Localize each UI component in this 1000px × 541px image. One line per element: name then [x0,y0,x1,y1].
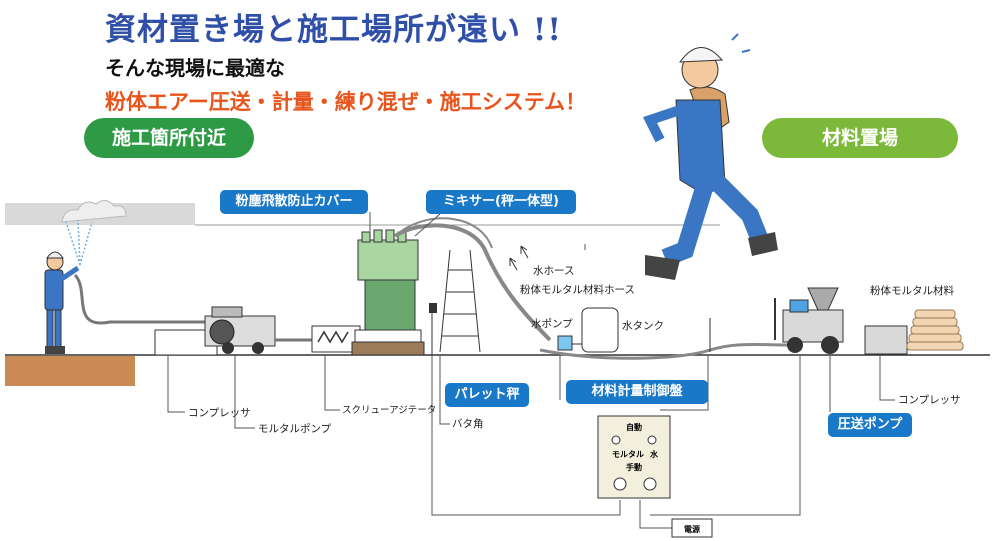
water-tank-icon [581,307,619,353]
dust-cloud [61,200,127,223]
spray-icon [65,219,93,266]
control-cable [431,355,621,516]
water-pump-icon [557,335,573,351]
water-pump-label: 水ポンプ [531,318,573,330]
subtitle-line-2: 粉体エアー圧送・計量・練り混ぜ・施工システム！ [105,90,587,114]
subtitle-line-1: そんな現場に最適な [105,56,285,80]
panel-mortar-label: モルタル [612,449,644,459]
mixer-icon [351,229,425,356]
panel-manual-label: 手動 [626,462,642,472]
powder-hose-label: 粉体モルタル材料ホース [520,284,635,296]
pallet-block-label: バタ角 [452,418,484,430]
spray-hose [73,273,215,325]
power-source-box [671,518,713,538]
running-worker-icon [642,33,778,280]
spraying-worker-icon [44,251,80,354]
mortar-pump-icon [204,306,276,354]
leader-lines [167,212,895,429]
control-panel-icon [597,415,671,499]
screw-agitator-label: スクリューアジテータ [342,405,437,416]
water-tank-label: 水タンク [622,320,664,332]
ladder-icon [439,249,481,353]
panel-water-label: 水 [649,449,659,459]
power-source-label: 電源 [684,524,700,534]
pressure-pump-machine-icon [774,287,844,354]
pallet-scale-callout: パレット秤 [445,383,529,407]
panel-auto-label: 自動 [626,422,642,432]
control-panel-callout: 材料計量制御盤 [566,380,708,404]
mixer-callout: ミキサー(秤一体型) [426,190,576,214]
soil-block [5,356,135,386]
compressor-right-icon [864,325,908,355]
site-zone-label: 施工箇所付近 [84,118,254,158]
feed-hose [539,342,791,360]
mortar-pump-label: モルタルポンプ [258,423,332,435]
pressure-pump-callout: 圧送ポンプ [828,413,912,437]
mixer-switch-icon [429,303,437,313]
water-hose-label: 水ホース [533,265,575,277]
water-hose-line [399,217,493,249]
mortar-bags-icon [906,309,964,351]
hose-arrow-icon [520,245,529,259]
control-cable [559,355,801,516]
headline: 資材置き場と施工場所が遠い !! [105,12,563,48]
powder-material-label: 粉体モルタル材料 [870,285,954,297]
powder-hose-line [393,223,552,342]
storage-zone-label: 材料置場 [762,118,958,158]
compressor-left-label: コンプレッサ [188,407,251,419]
hose-arrow-icon [509,257,518,271]
dust-cover-callout: 粉塵飛散防止カバー [220,190,368,214]
compressor-right-label: コンプレッサ [898,394,961,406]
power-cable [639,500,672,529]
